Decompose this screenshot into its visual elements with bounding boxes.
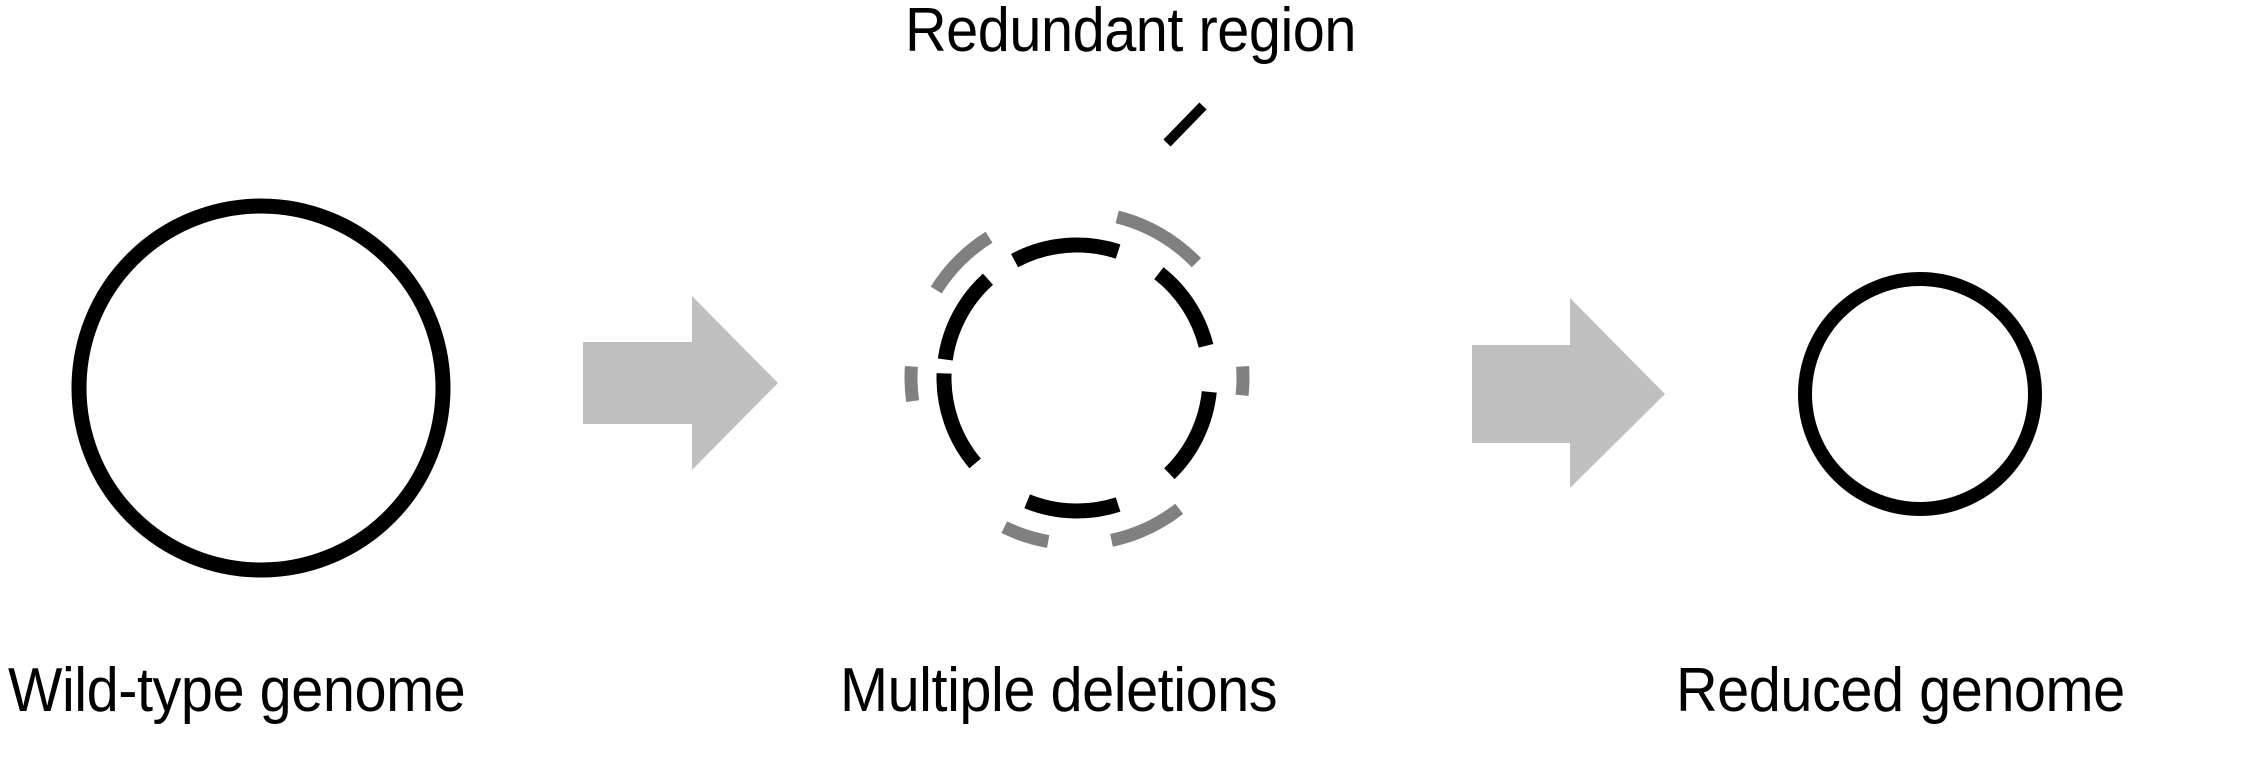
dash-segment — [937, 273, 994, 361]
dash-segment — [936, 373, 981, 469]
dash-segment — [1115, 210, 1202, 268]
dash-segment — [930, 231, 993, 294]
redundant-region-label: Redundant region — [905, 0, 1357, 65]
dash-segment — [1024, 494, 1121, 519]
outer-redundant-dashed-circle — [904, 210, 1250, 548]
dash-segment — [1011, 237, 1121, 268]
dash-segment — [1001, 521, 1050, 548]
reduced-genome-label: Reduced genome — [1676, 656, 2125, 725]
dash-segment — [904, 365, 920, 403]
reduced-genome-circle — [1798, 272, 2042, 516]
wild-type-genome-circle — [71, 198, 451, 578]
wild-type-genome-label: Wild-type genome — [8, 656, 466, 725]
dash-segment — [1164, 390, 1217, 480]
redundant-region-leader-line — [1163, 102, 1207, 147]
inner-dashed-genome-circle — [936, 237, 1217, 519]
multiple-deletions-label: Multiple deletions — [840, 656, 1278, 725]
transition-arrow-2 — [1472, 298, 1665, 488]
dash-segment — [1154, 267, 1214, 348]
dash-segment — [1110, 503, 1184, 547]
dash-segment — [1235, 365, 1250, 397]
transition-arrow-1 — [583, 296, 778, 470]
